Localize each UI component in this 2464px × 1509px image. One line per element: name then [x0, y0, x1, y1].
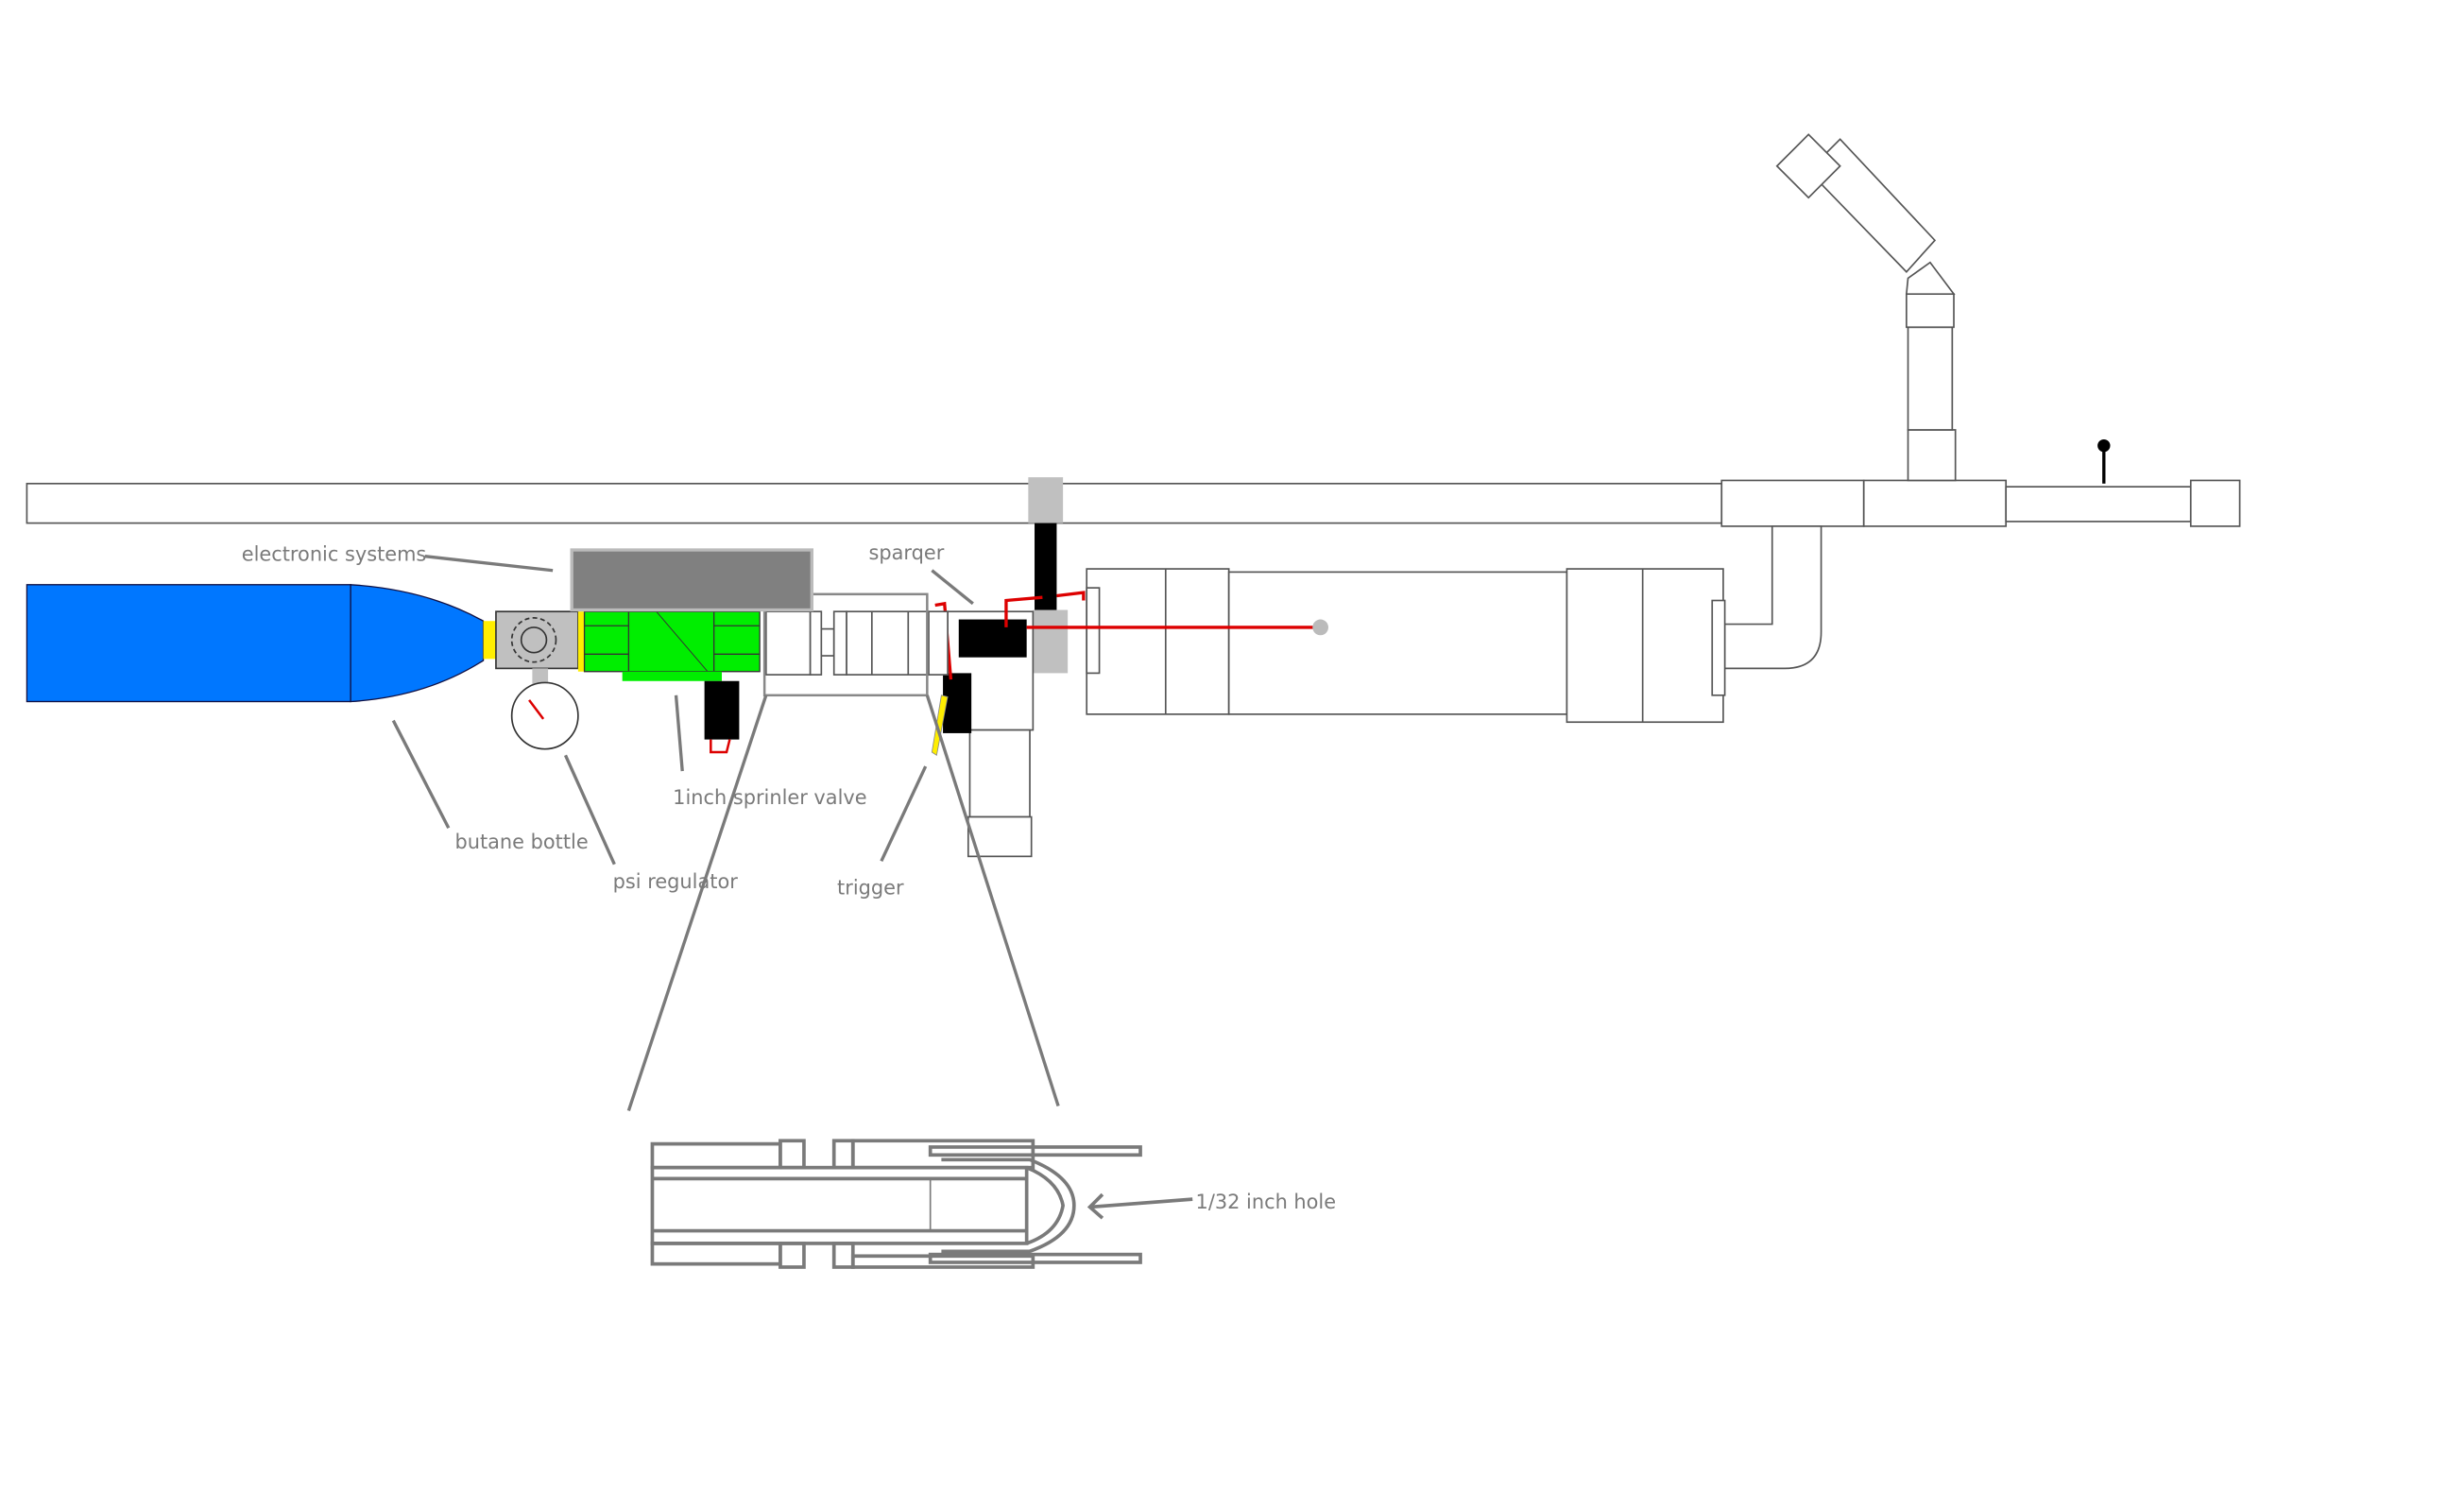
label-electronic-systems: electronic systems [242, 543, 427, 566]
sprinkler-valve [583, 610, 761, 673]
psi-regulator [495, 610, 579, 670]
detail-box [762, 592, 929, 697]
trigger [931, 694, 949, 757]
spark-point [1312, 619, 1328, 636]
label-sparger: sparqer [868, 541, 944, 564]
pressure-gauge [510, 681, 579, 750]
right-pipe [2005, 486, 2192, 523]
vertical-pipe [1907, 326, 1954, 431]
regulator-knob [510, 617, 557, 663]
bushing-top [1028, 477, 1064, 523]
sparger-detail [650, 1139, 1193, 1269]
label-psi-regulator: psi regulator [613, 870, 739, 893]
combustion-chamber [1227, 571, 1568, 715]
chamber-coupler-left [1086, 568, 1230, 715]
vertical-coupler [1906, 293, 1955, 329]
end-cap [2189, 479, 2241, 527]
label-sprinkler-valve: 1inch sprinler valve [673, 786, 866, 809]
fitting [764, 610, 812, 676]
label-trigger: trigger [837, 876, 904, 899]
butane-bottle [26, 584, 351, 703]
bottle-neck [350, 584, 485, 703]
sight-bead [2097, 438, 2111, 453]
bushing-bottom [1033, 609, 1069, 674]
tee-branch [1907, 429, 1957, 482]
chamber-elbow [1723, 525, 1822, 670]
label-hole: 1/32 inch hole [1196, 1191, 1337, 1213]
ignitor-box [958, 619, 1027, 658]
barrel-pipe [26, 482, 1723, 524]
solenoid [704, 680, 740, 740]
angled-pipe [1807, 138, 1937, 273]
gauge-needle [528, 699, 545, 720]
tee-fitting-right [1862, 479, 2008, 527]
tee-fitting [1720, 479, 1865, 527]
elbow [1905, 261, 1956, 296]
label-butane-bottle: butane bottle [454, 831, 588, 853]
wire-2 [1004, 591, 1314, 629]
angled-cap [1775, 133, 1841, 199]
handle-pipe [968, 729, 1031, 818]
chamber-coupler-right [1566, 568, 1724, 724]
electronic-systems-box [570, 548, 813, 612]
wire [934, 601, 953, 680]
sparger-tube [1035, 523, 1057, 610]
bottle-nozzle [483, 621, 496, 660]
handle-cap [967, 815, 1033, 858]
trigger-switch [943, 673, 972, 733]
